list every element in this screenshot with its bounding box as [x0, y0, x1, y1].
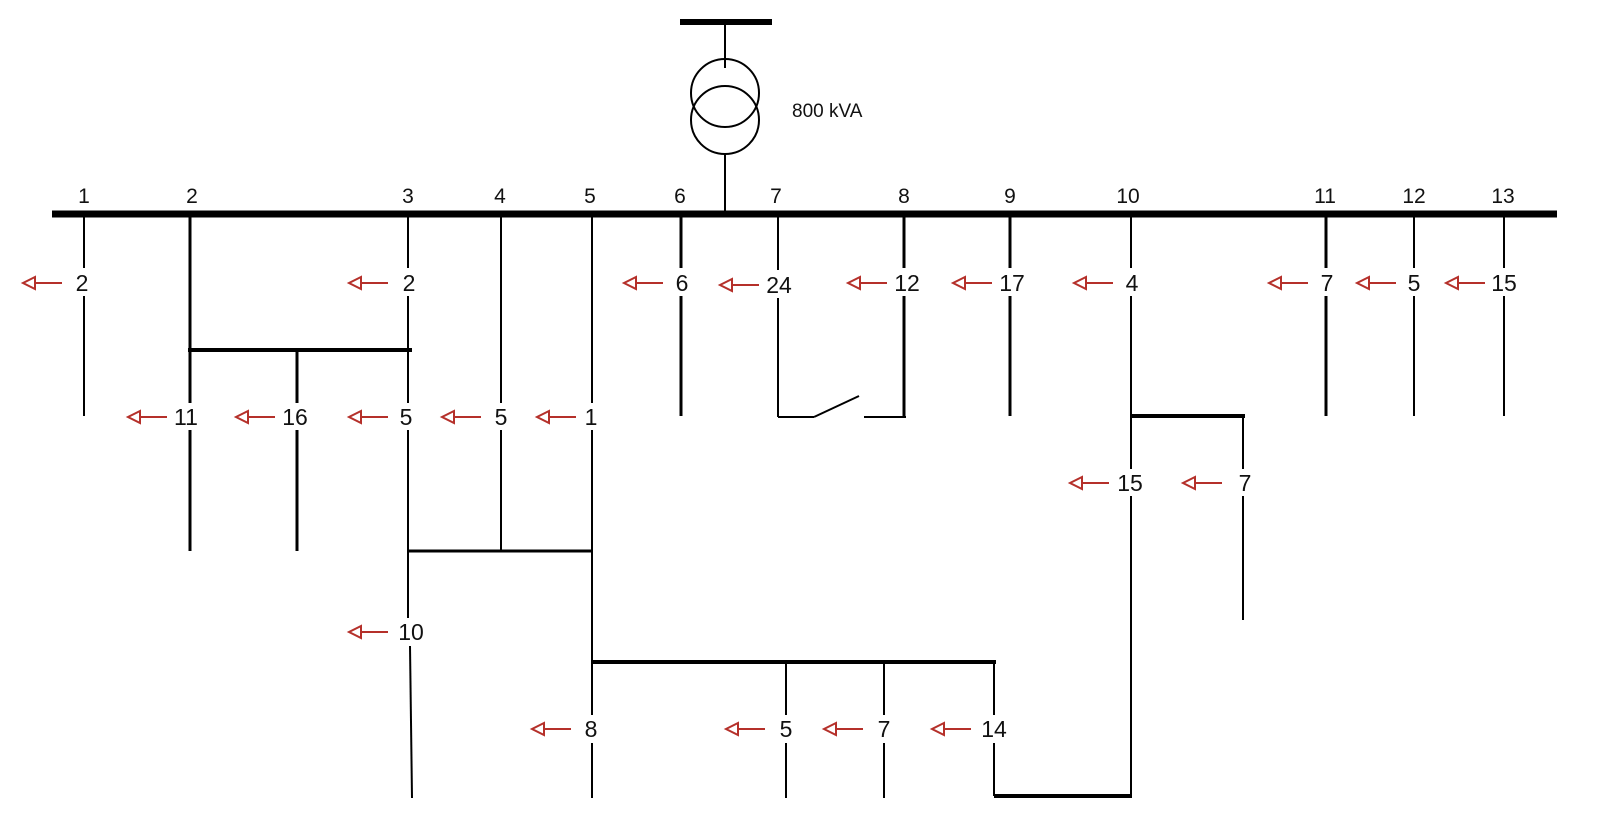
load-arrow-icon: [348, 410, 389, 424]
transformer-rating: 800 kVA: [792, 101, 863, 122]
load-value: 4: [1126, 270, 1139, 296]
load-value: 6: [676, 270, 689, 296]
load-value: 7: [1239, 470, 1252, 496]
load-value: 12: [894, 270, 920, 296]
load-value: 16: [282, 404, 308, 430]
bus-number: 6: [674, 185, 686, 208]
feeder-line: [409, 645, 413, 799]
load-value: 14: [981, 716, 1007, 742]
bus-number: 7: [770, 185, 782, 208]
load-value: 2: [403, 270, 416, 296]
load-value: 5: [780, 716, 793, 742]
load-arrow-icon: [952, 276, 993, 290]
load-arrow-icon: [623, 276, 664, 290]
transformer-icon: [690, 58, 760, 155]
load-arrows: [22, 276, 1486, 736]
load-arrow-icon: [235, 410, 276, 424]
bus-number: 12: [1402, 185, 1425, 208]
load-value: 15: [1491, 270, 1517, 296]
load-arrow-icon: [348, 276, 389, 290]
load-value: 5: [495, 404, 508, 430]
load-arrow-icon: [719, 278, 760, 292]
bus-number: 9: [1004, 185, 1016, 208]
load-arrow-icon: [847, 276, 888, 290]
load-arrow-icon: [22, 276, 63, 290]
load-value: 17: [999, 270, 1025, 296]
load-value: 2: [76, 270, 89, 296]
bus-number: 10: [1116, 185, 1139, 208]
load-arrow-icon: [1445, 276, 1486, 290]
load-arrow-icon: [823, 722, 864, 736]
load-value: 5: [1408, 270, 1421, 296]
load-value: 5: [400, 404, 413, 430]
load-arrow-icon: [725, 722, 766, 736]
load-arrow-icon: [127, 410, 168, 424]
load-value: 7: [878, 716, 891, 742]
load-arrow-icon: [1182, 476, 1223, 490]
load-arrow-icon: [348, 625, 389, 639]
load-labels: 2 2 6 24 12 17 4 7 5 15 11 16 5 5 1 15 7…: [76, 270, 1517, 742]
load-arrow-icon: [1073, 276, 1114, 290]
feeder-lines: [83, 214, 1505, 799]
load-value: 11: [174, 404, 198, 430]
load-value: 15: [1117, 470, 1143, 496]
bus-number-labels: 1 2 3 4 5 6 7 8 9 10 11 12 13: [78, 185, 1515, 208]
load-arrow-icon: [531, 722, 572, 736]
bus-number: 5: [584, 185, 596, 208]
load-arrow-icon: [1268, 276, 1309, 290]
bus-number: 13: [1491, 185, 1514, 208]
bus-number: 11: [1314, 185, 1336, 208]
load-value: 1: [585, 404, 598, 430]
load-arrow-icon: [1356, 276, 1397, 290]
load-value: 7: [1321, 270, 1334, 296]
load-arrow-icon: [536, 410, 577, 424]
load-value: 10: [398, 619, 424, 645]
bus-number: 2: [186, 185, 198, 208]
load-arrow-icon: [1069, 476, 1110, 490]
bus-number: 3: [402, 185, 414, 208]
bus-number: 8: [898, 185, 910, 208]
load-arrow-icon: [931, 722, 972, 736]
load-arrow-icon: [441, 410, 482, 424]
open-switch-icon: [778, 395, 906, 418]
bus-number: 1: [78, 185, 90, 208]
bus-number: 4: [494, 185, 506, 208]
load-value: 24: [766, 272, 792, 298]
load-value: 8: [585, 716, 598, 742]
